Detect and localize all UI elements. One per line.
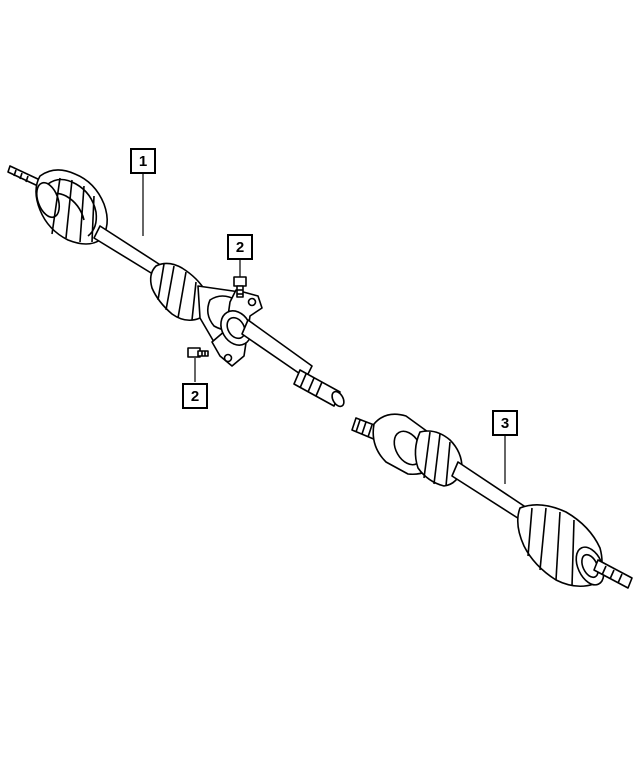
left-axle-shaft-assembly — [7, 165, 345, 408]
bolt-lower — [187, 347, 209, 358]
right-inner-cv-boot — [414, 430, 463, 487]
left-stub-shaft — [7, 165, 41, 187]
right-axle-shaft-assembly — [351, 413, 633, 589]
right-stub-shaft — [593, 559, 633, 589]
callout-part-1[interactable]: 1 — [130, 148, 156, 174]
intermediate-shaft — [241, 319, 345, 408]
leader-lines — [142, 172, 506, 484]
left-main-shaft — [93, 225, 163, 277]
right-outer-cv-boot — [516, 504, 605, 588]
callout-part-2-lower[interactable]: 2 — [182, 383, 208, 409]
bolt-upper — [233, 276, 247, 298]
left-inner-cv-boot — [149, 262, 208, 322]
bearing-bracket — [211, 289, 263, 367]
callout-part-2-upper[interactable]: 2 — [227, 234, 253, 260]
callout-part-3[interactable]: 3 — [492, 410, 518, 436]
